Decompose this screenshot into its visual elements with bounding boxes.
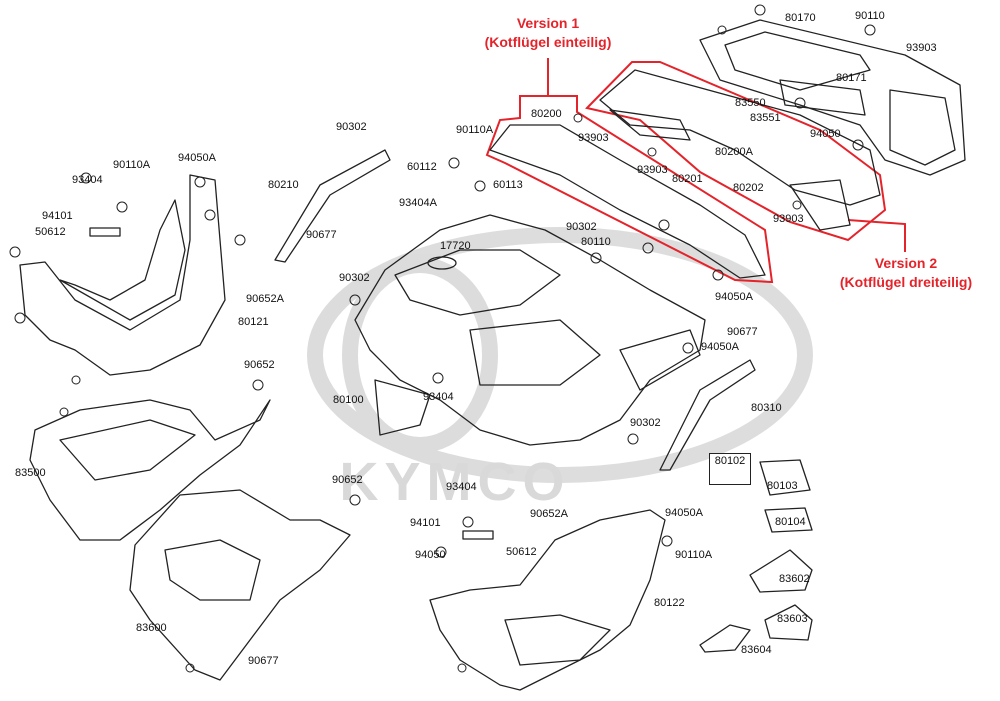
part-label: 83603 [777,613,808,625]
version2-leader [847,219,906,252]
side-strip-80210 [274,149,391,263]
part-label: 90652 [332,474,363,486]
part-label: 93404A [399,197,437,209]
kymco-watermark-logo [307,227,813,483]
part-label: 90652A [246,293,284,305]
part-label: 50612 [35,226,66,238]
part-label: 93903 [906,42,937,54]
part-label: 90302 [336,121,367,133]
part-label: 90110A [113,159,151,171]
part-label: 80121 [238,316,269,328]
part-label: 80210 [268,179,299,191]
version1-label: Version 1 (Kotflügel einteilig) [470,14,626,52]
part-label: 83550 [735,97,766,109]
part-label: 94050 [415,549,446,561]
plate-80103 [759,459,811,496]
part-box-80102: 80102 [709,453,751,485]
fasteners [9,4,876,673]
version2-outline [585,61,887,242]
version-highlight-outlines [485,58,906,284]
footrest-left-80121 [19,174,226,376]
part-label: 90677 [306,229,337,241]
version1-title: Version 1 [516,15,580,31]
part-label: 94101 [42,210,73,222]
part-label: 90677 [248,655,279,667]
part-label: 90110 [855,10,885,22]
part-label: 83604 [741,644,772,656]
plate-83604 [699,624,751,653]
version2-subtitle: (Kotflügel dreiteilig) [839,274,973,290]
part-label: 80310 [751,402,782,414]
part-label: 83500 [15,467,46,479]
version1-subtitle: (Kotflügel einteilig) [484,34,612,50]
part-label: 80122 [654,597,685,609]
front-fender-left-83500 [29,399,271,541]
part-label: 93404 [72,174,103,186]
part-label: 93903 [637,164,668,176]
part-label: 80103 [767,480,798,492]
part-label: 80200A [715,146,753,158]
plate-80104 [764,507,813,533]
footrest-right-80122 [429,509,666,691]
part-label: 60112 [407,161,437,173]
part-label: 90677 [727,326,758,338]
plate-83602 [749,549,813,593]
part-label: 80170 [785,12,816,24]
part-label: 93903 [578,132,609,144]
part-label: 90302 [630,417,661,429]
part-label: 17720 [440,240,471,252]
part-label: 80201 [672,173,703,185]
rear-body-80100 [354,214,706,446]
part-label: 90110A [456,124,494,136]
part-label: 93404 [423,391,454,403]
part-label: 80100 [333,394,364,406]
part-label: 93404 [446,481,477,493]
part-label: 80102 [714,455,746,467]
side-strip-80310 [659,359,756,471]
part-label: 94050A [178,152,216,164]
part-label: 80171 [836,72,867,84]
part-label: 80200 [531,108,562,120]
version2-label: Version 2 (Kotflügel dreiteilig) [826,254,986,292]
rear-fender-version2 [599,69,881,206]
part-label: 90652A [530,508,568,520]
parts-drawing [9,4,966,691]
rear-fender-version1 [489,124,766,279]
part-label: 83602 [779,573,810,585]
plate-83603 [764,604,813,641]
version1-outline [485,95,774,284]
part-label: 94050A [665,507,703,519]
part-label: 94050A [701,341,739,353]
footrest-front-83600 [129,489,351,681]
version2-title: Version 2 [874,255,938,271]
strip-50612-left [89,227,121,237]
part-label: 83551 [750,112,781,124]
part-label: 94101 [410,517,441,529]
part-label: 94050A [715,291,753,303]
part-label: 90652 [244,359,275,371]
part-label: 90302 [339,272,370,284]
watermark-text: KYMCO [340,452,571,512]
part-label: 90110A [675,549,713,561]
part-label: 93903 [773,213,804,225]
strip-50612-right [462,530,494,540]
part-label: 83600 [136,622,167,634]
part-label: 50612 [506,546,537,558]
part-label: 60113 [493,179,523,191]
part-label: 80104 [775,516,806,528]
part-label: 90302 [566,221,597,233]
part-label: 94050 [810,128,841,140]
part-label: 80202 [733,182,764,194]
rear-rack-frame [699,19,966,176]
part-label: 80110 [581,236,611,248]
